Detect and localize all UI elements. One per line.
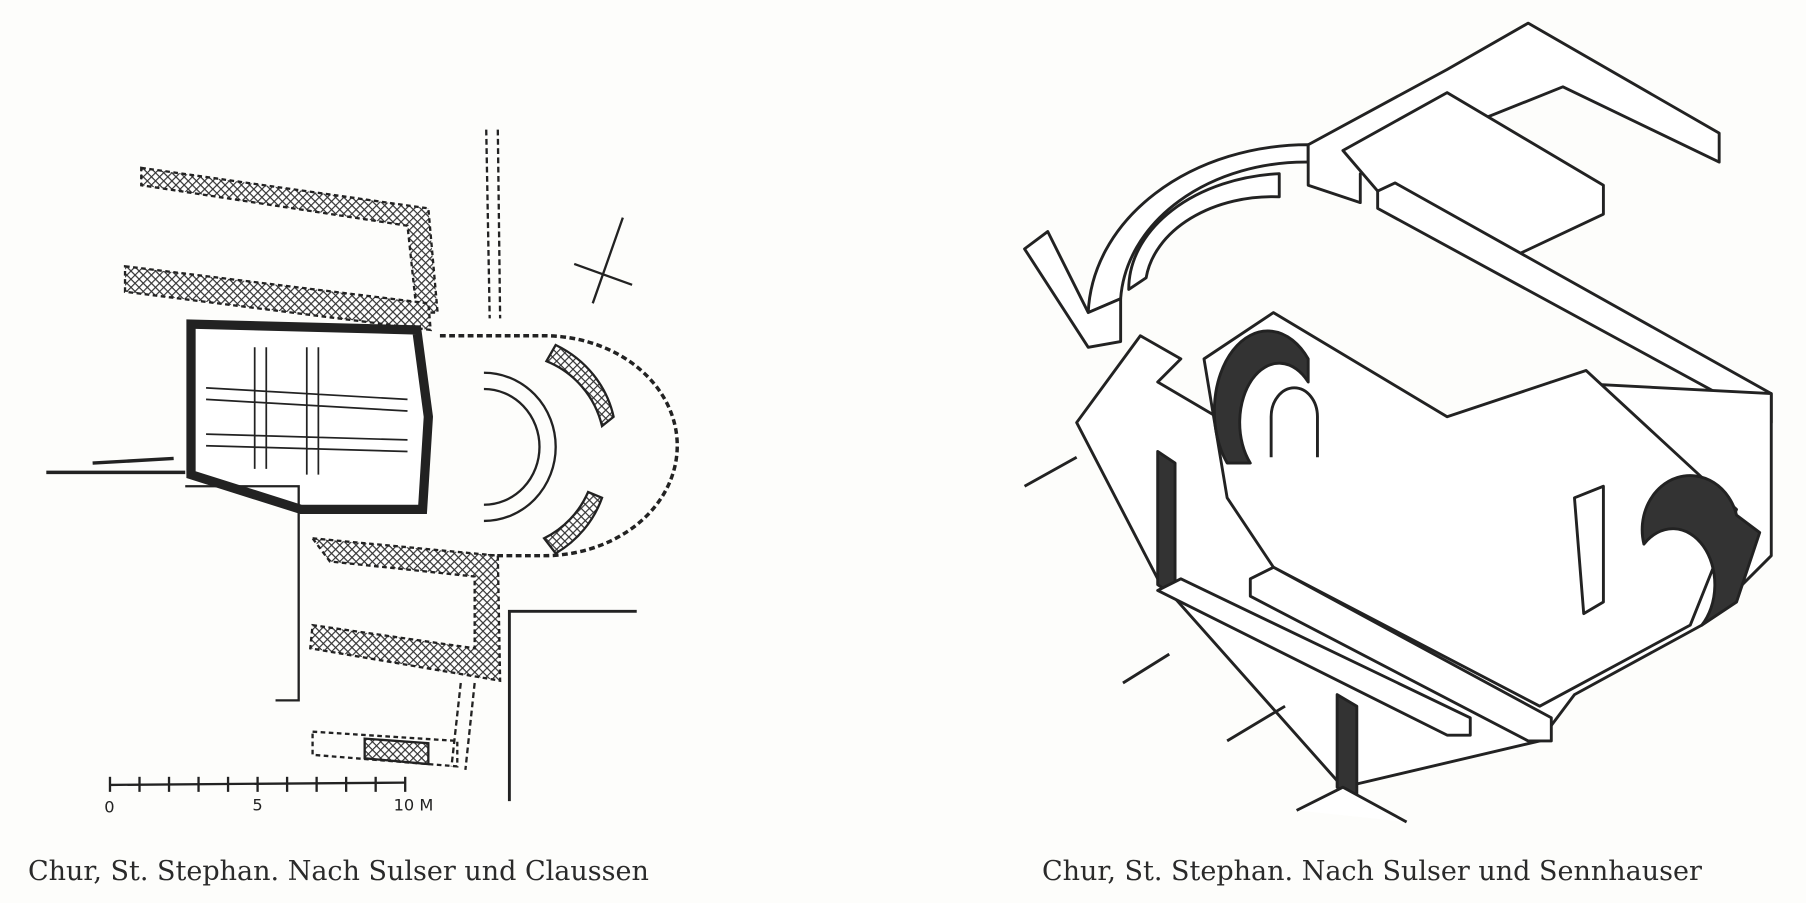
east-arch	[1640, 474, 1762, 627]
isometric-drawing	[1023, 21, 1773, 824]
ground-plan-drawing	[46, 129, 679, 802]
south-small-wall	[311, 730, 459, 768]
crypt-grid-lines	[206, 347, 408, 475]
apse-ring-inner	[1127, 172, 1281, 291]
east-annex-top	[1306, 21, 1721, 205]
pier	[1573, 484, 1605, 616]
inner-ledge	[1248, 565, 1553, 743]
inner-arc-1	[483, 387, 541, 506]
apse-hatched	[544, 343, 615, 429]
inner-ledge-2	[1156, 577, 1472, 737]
arch-opening	[1212, 329, 1310, 465]
north-cross-mark	[573, 217, 633, 304]
scale-label-5: 5	[252, 795, 262, 814]
south-line-left	[185, 485, 300, 702]
caption-left-figure: Chur, St. Stephan. Nach Sulser und Claus…	[28, 856, 649, 887]
caption-right-figure: Chur, St. Stephan. Nach Sulser und Sennh…	[1042, 856, 1702, 887]
scale-label-0: 0	[104, 798, 114, 817]
apse-hatched-lower	[542, 490, 604, 555]
west-line	[46, 456, 186, 475]
south-annex-wall	[309, 536, 502, 683]
south-dotted-lines	[450, 682, 476, 770]
east-boundary-line	[507, 609, 637, 802]
inner-arc-2	[483, 371, 557, 523]
middle-wall	[123, 264, 432, 332]
apse-outer	[439, 333, 679, 558]
main-wall-shadow-front	[1335, 693, 1359, 801]
scale-label-10: 10 M	[394, 795, 434, 814]
apse-ring-outer-face	[1023, 230, 1123, 349]
arch-window	[1269, 386, 1319, 458]
scale-bar: 0 5 10 M	[104, 776, 434, 817]
apse-ring-outer	[1086, 143, 1310, 315]
ground-lines	[1023, 456, 1408, 824]
dotted-vertical-wall	[485, 129, 502, 319]
main-wall-shadow-left	[1156, 450, 1177, 598]
south-small-hatch	[363, 737, 430, 766]
